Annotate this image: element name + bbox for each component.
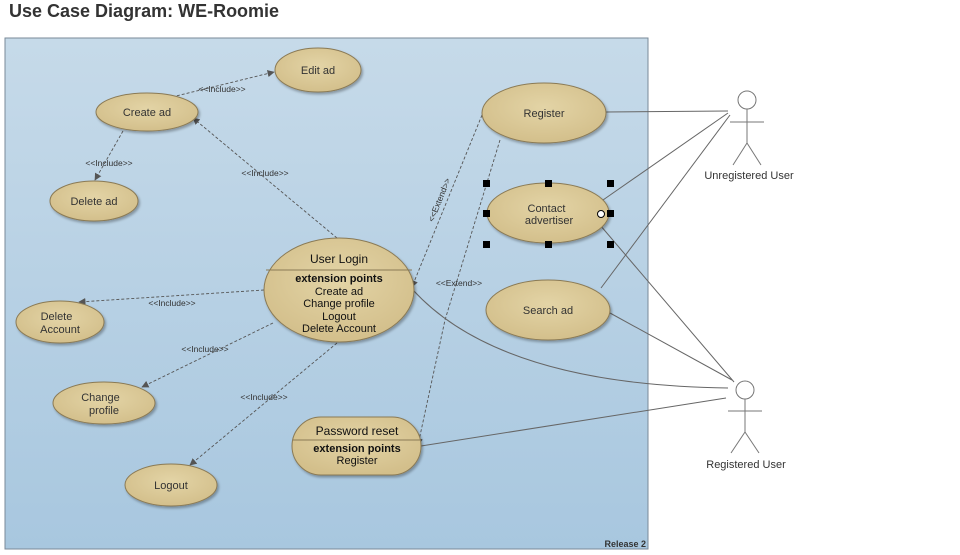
extension-point: Logout [322,311,356,323]
include-create-edit [171,70,275,98]
extend-register-password [415,139,501,446]
assoc-register-unregistered [605,110,729,113]
usecase-label-line: Change [81,392,120,404]
assoc-login-registered [412,289,729,389]
diagram-title: Use Case Diagram: WE-Roomie [9,1,280,21]
actor-unregistered-user[interactable] [730,90,764,166]
actor-leg [732,142,748,166]
usecase-label: Edit ad [301,65,335,77]
extension-point: Register [337,455,378,467]
include-create-delete [94,130,124,181]
usecase-label-line: Account [40,324,80,336]
include-label: <<Include>> [85,158,132,168]
resize-handle[interactable] [545,241,552,248]
usecase-label: Search ad [523,305,573,317]
extend-register-login [411,114,483,288]
actor-registered-user[interactable] [728,380,762,454]
include-label: <<Include>> [240,392,287,402]
usecase-label: Change profile [81,392,123,417]
assoc-search-unregistered [600,114,731,289]
usecase-label: Logout [154,480,188,492]
usecase-search-ad[interactable]: Search ad [485,279,611,341]
extension-point: Change profile [303,298,375,310]
extension-point: Create ad [315,286,363,298]
usecase-register[interactable]: Register [481,82,607,144]
resize-handle[interactable] [483,241,490,248]
actor-label-registered: Registered User [706,459,786,471]
resize-handle[interactable] [607,180,614,187]
assoc-contact-registered [599,224,735,383]
include-login-logout [189,342,338,466]
usecase-label-line: advertiser [525,215,574,227]
actor-leg [730,431,746,454]
actor-leg [744,431,760,454]
resize-handle[interactable] [483,210,490,217]
actor-leg [746,142,762,166]
usecase-user-login[interactable]: User Login extension points Create ad Ch… [263,237,415,343]
extension-points-title: extension points [295,273,382,285]
include-label: <<Include>> [181,344,228,354]
boundary-label: Release 2 [604,539,646,549]
resize-handle[interactable] [607,210,614,217]
include-label: <<Include>> [241,168,288,178]
extension-point: Delete Account [302,323,376,335]
usecase-label: Password reset [316,424,399,438]
actor-label-unregistered: Unregistered User [704,170,794,182]
usecase-edit-ad[interactable]: Edit ad [274,47,362,93]
include-login-create [192,117,338,239]
usecase-create-ad[interactable]: Create ad [95,92,199,132]
include-label: <<Include>> [148,298,195,308]
selection-handles[interactable] [483,180,614,248]
assoc-search-registered [609,312,733,381]
resize-handle[interactable] [483,180,490,187]
usecase-label: Register [524,108,565,120]
actor-head [735,380,755,400]
usecase-change-profile[interactable]: Change profile [52,381,156,425]
include-login-change-profile [141,322,274,388]
usecase-label-line: profile [89,405,119,417]
usecase-contact-advertiser[interactable]: Contact advertiser [486,182,610,244]
usecase-delete-ad[interactable]: Delete ad [49,180,139,222]
assoc-password-registered [420,397,727,447]
resize-handle[interactable] [607,241,614,248]
extend-label: <<Extend>> [436,278,482,288]
assoc-contact-unregistered [602,112,729,201]
resize-handle[interactable] [545,180,552,187]
include-label: <<Include>> [198,84,245,94]
usecase-label-line: Contact [528,203,566,215]
actor-head [737,90,757,110]
connector-handle[interactable] [597,210,605,218]
usecase-password-reset[interactable]: Password reset extension points Register [291,416,422,476]
usecase-label-line: Delete [41,311,73,323]
usecase-logout[interactable]: Logout [124,463,218,507]
extension-points-title: extension points [313,443,400,455]
usecase-label: Create ad [123,107,171,119]
usecase-delete-account[interactable]: Delete Account [15,300,105,344]
include-login-delete-account [78,289,265,306]
usecase-label: Contact advertiser [525,203,574,227]
usecase-label: User Login [310,252,368,266]
usecase-label: Delete ad [70,196,117,208]
usecase-label: Delete Account [40,311,80,336]
